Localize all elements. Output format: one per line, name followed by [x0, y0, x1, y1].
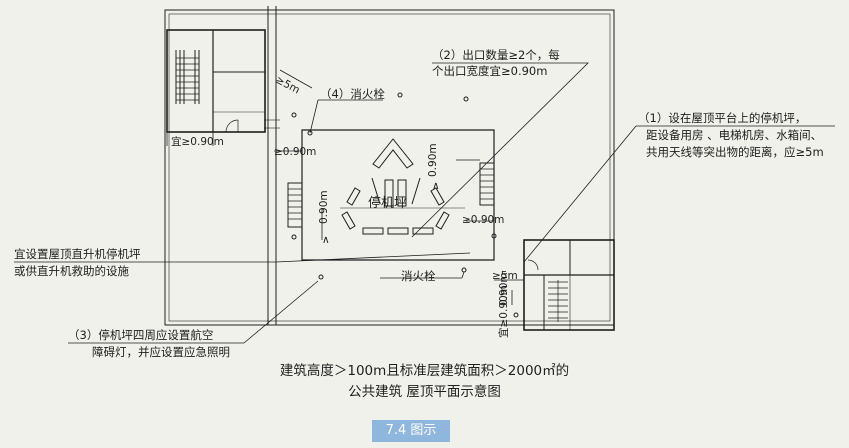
right-note-line3: 共用天线等突出物的距离，应≥5m — [646, 145, 824, 159]
stair-room-top-left — [166, 29, 266, 133]
exit-note-line2: 个出口宽度宜≥0.90m — [432, 64, 548, 78]
helipad-marking — [341, 138, 450, 235]
bottom-note-line2: 障碍灯，并应设置应急照明 — [92, 345, 230, 359]
dimension-090-c: ≥0.90m — [462, 214, 505, 226]
dimension-width-left: 宜≥0.90m — [171, 136, 224, 148]
dimension-090-b: 0.90m — [427, 143, 439, 177]
dimension-mark-b: ∧ — [432, 180, 440, 192]
leader-lines — [14, 62, 835, 344]
bottom-note-line1: （3）停机坪四周应设置航空 — [68, 328, 214, 342]
stair-room-bottom-right — [523, 239, 615, 331]
helipad-label: 停机坪 — [368, 196, 408, 211]
hydrant-label-bottom: 消火栓 — [401, 269, 436, 283]
access-stair-right — [479, 162, 495, 206]
exit-note-line1: （2）出口数量≥2个，每 — [432, 48, 560, 62]
left-note-line1: 宜设置屋顶直升机停机坪 — [14, 247, 141, 261]
dimension-marks — [166, 69, 524, 305]
access-stair-left — [287, 182, 303, 228]
caption-line2: 公共建筑 屋顶平面示意图 — [348, 384, 501, 400]
dimension-090-a: ≥0.90m — [274, 146, 317, 158]
figure-tag: 7.4 图示 — [372, 420, 450, 442]
hydrant-label-top: （4）消火栓 — [320, 87, 385, 101]
dimension-mark-d: ∧ — [322, 234, 330, 246]
dimension-width-bottom-right: 宜≥0.90m — [498, 285, 510, 338]
hydrant-markers — [291, 92, 519, 318]
caption-line1: 建筑高度＞100m且标准层建筑面积＞2000㎡的 — [279, 363, 570, 379]
left-note-line2: 或供直升机救助的设施 — [14, 264, 129, 278]
dimension-090-d: 0.90m — [318, 190, 330, 224]
roof-boundary — [164, 9, 615, 326]
dimension-setback-bottom: ≥5m — [492, 270, 518, 282]
right-note-line2: 距设备用房 、电梯机房、水箱间、 — [646, 128, 823, 142]
right-note-line1: （1）设在屋顶平台上的停机坪， — [638, 111, 807, 125]
